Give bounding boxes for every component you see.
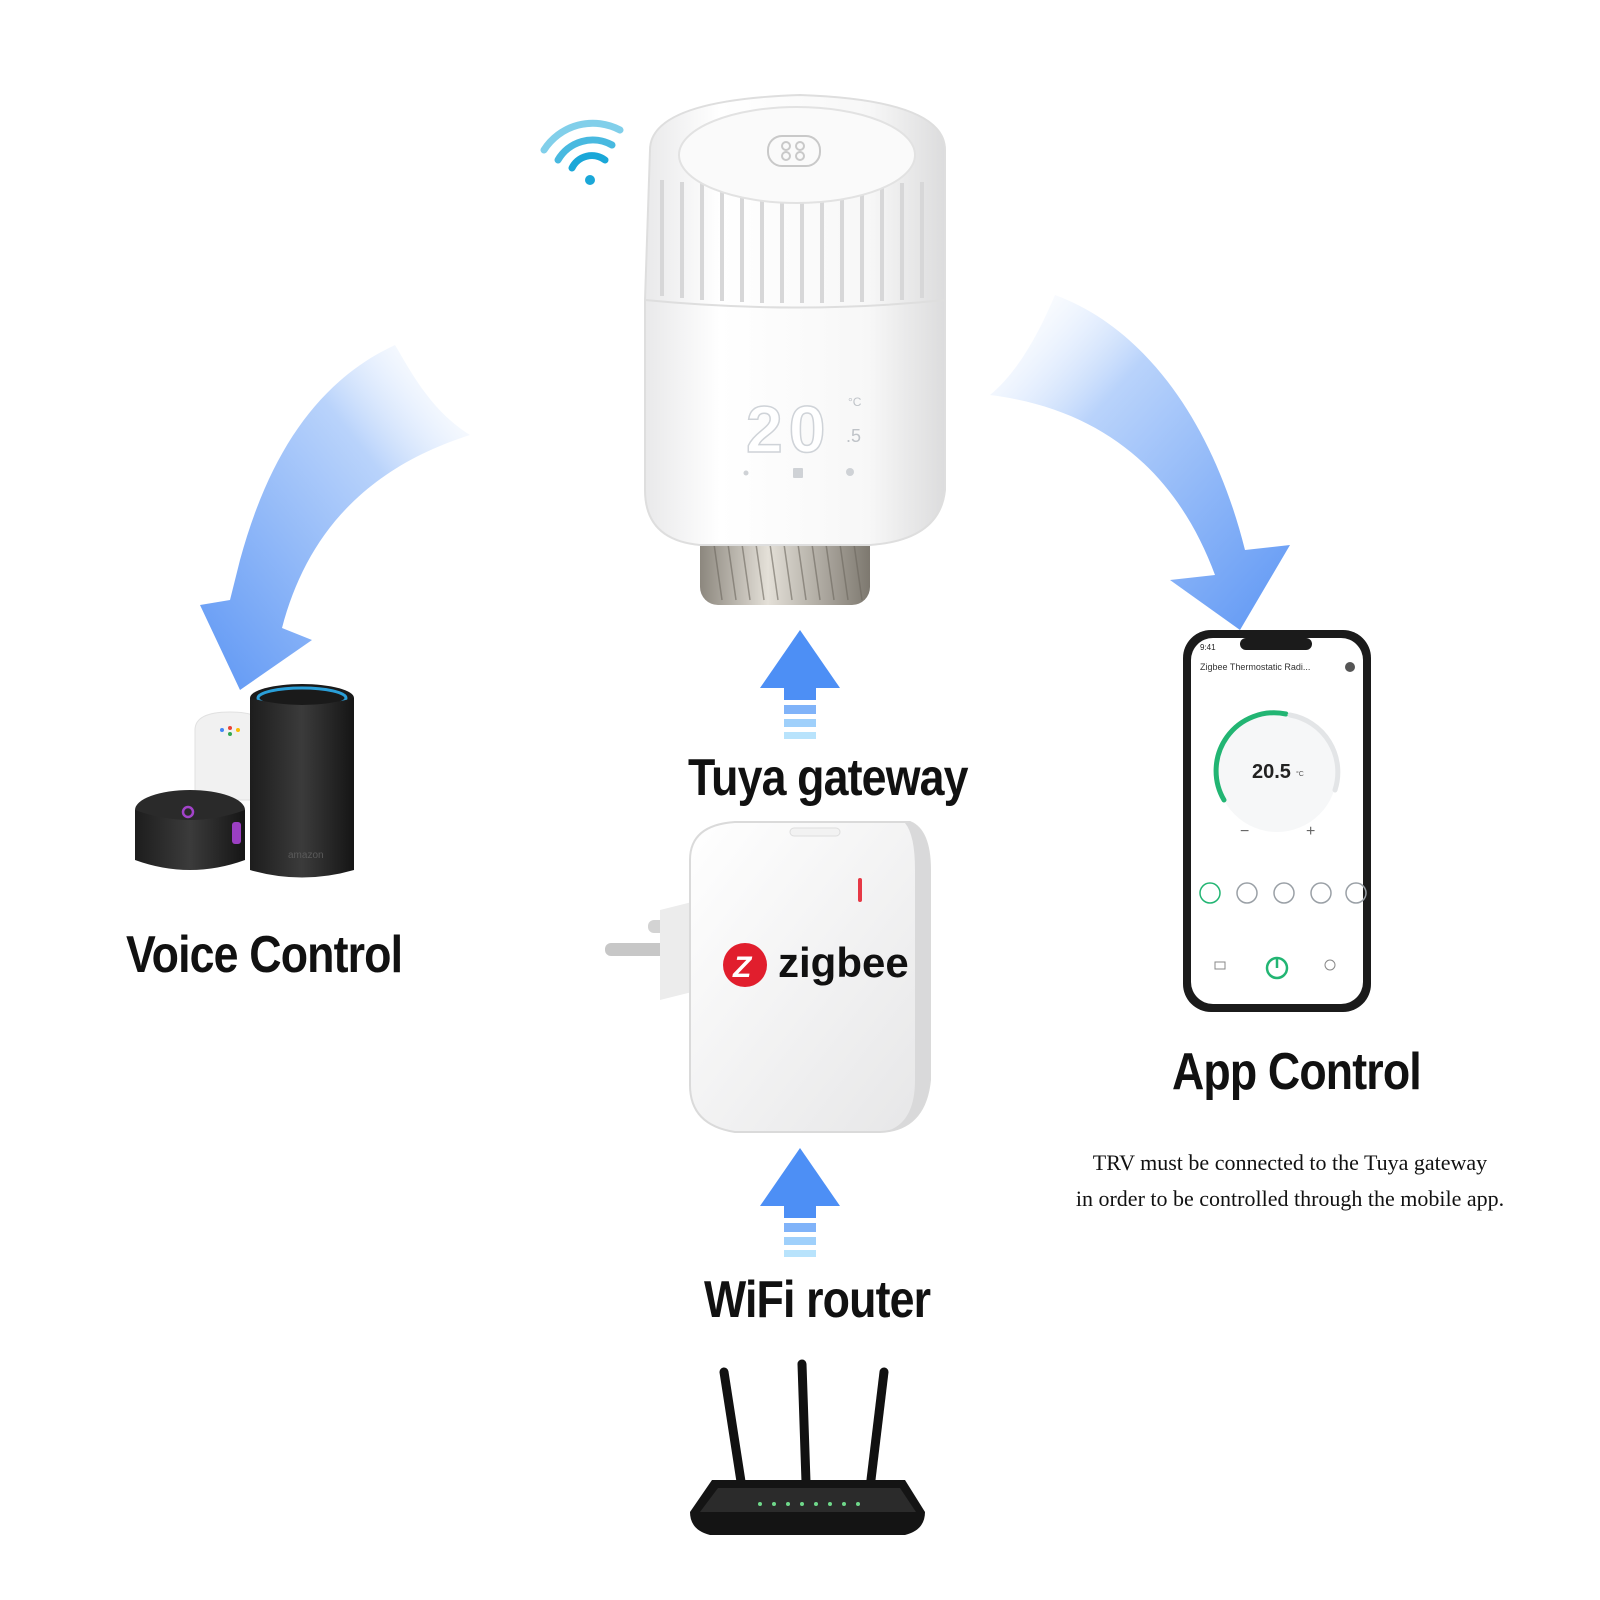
curved-arrow-icon-left (200, 345, 480, 705)
phone-temperature-unit: °C (1296, 770, 1304, 778)
google-home-lights (220, 726, 240, 736)
phone-dial-arc (1213, 710, 1289, 803)
up-arrow-icon-top (760, 630, 840, 739)
hub-status-led (858, 878, 862, 902)
zigbee-brand-text: zigbee (778, 939, 909, 986)
wifi-signal-icon (540, 119, 624, 185)
router-antenna-middle (797, 1359, 811, 1487)
curved-arrow-icon-right (990, 295, 1290, 630)
phone-mode-icons (1199, 882, 1367, 904)
note-text: TRV must be connected to the Tuya gatewa… (990, 1145, 1590, 1217)
note-line-2: in order to be controlled through the mo… (1075, 1186, 1505, 1211)
wifi-router-device (690, 1359, 925, 1535)
phone-tab-icon-left (1214, 961, 1226, 970)
phone-settings-icon (1345, 662, 1355, 672)
label-app-control: App Control (1172, 1043, 1422, 1101)
plug-pin-upper (605, 943, 675, 956)
trv-status-icons (743, 468, 854, 478)
phone-minus-icon: − (1240, 823, 1249, 840)
trv-display-unit: °C (848, 395, 862, 409)
phone-app-title: Zigbee Thermostatic Radi... (1200, 662, 1310, 672)
label-voice-control: Voice Control (126, 926, 403, 984)
note-line-1: TRV must be connected to the Tuya gatewa… (1092, 1150, 1488, 1175)
phone-dial (1217, 712, 1337, 832)
echo-dot-speaker (135, 810, 245, 870)
smartphone-device: 9:41 Zigbee Thermostatic Radi... 20.5 °C… (1183, 630, 1371, 1012)
trv-ribs (660, 180, 924, 303)
up-arrow-icon-bottom (760, 1148, 840, 1257)
trv-display-temp: 20 (746, 392, 831, 466)
trv-button-icon (767, 135, 821, 167)
router-leds (758, 1502, 860, 1506)
router-antenna-right (865, 1367, 889, 1493)
smart-speakers-group: amazon (135, 684, 354, 878)
label-tuya-gateway: Tuya gateway (688, 749, 969, 807)
phone-temperature: 20.5 (1252, 761, 1291, 783)
router-antenna-left (719, 1367, 747, 1493)
label-wifi-router: WiFi router (704, 1271, 931, 1329)
phone-status-time: 9:41 (1200, 643, 1216, 652)
hub-top-button (789, 827, 841, 837)
trv-device: 20 °C .5 (643, 93, 946, 605)
phone-tab-icon-right (1324, 959, 1336, 971)
trv-display-decimal: .5 (846, 426, 861, 446)
zigbee-gateway-device: Z zigbee (605, 821, 931, 1133)
phone-plus-icon: + (1306, 823, 1315, 840)
zigbee-logo-letter: Z (732, 951, 753, 984)
zigbee-logo-icon (723, 943, 767, 987)
amazon-echo-speaker (250, 698, 354, 878)
speaker-brand-text: amazon (288, 850, 324, 861)
phone-notch (1240, 638, 1312, 650)
